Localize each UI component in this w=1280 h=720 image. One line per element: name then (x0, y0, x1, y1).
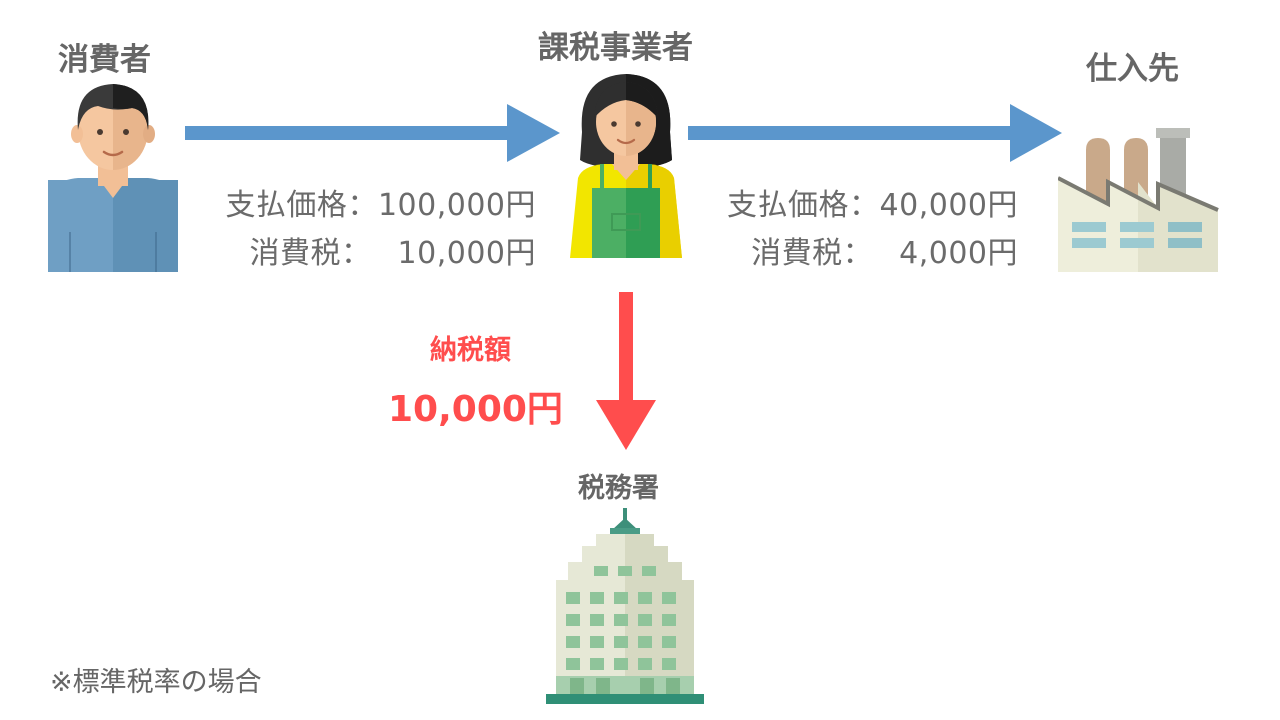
price-value: 100,000円 (377, 188, 536, 223)
tax-value: 10,000円 (397, 236, 536, 271)
payment-to-business: 支払価格： 100,000円 消費税： 10,000円 (186, 180, 536, 272)
business-label: 課税事業者 (538, 30, 693, 66)
price-value: 40,000円 (879, 188, 1018, 223)
business-to-tax-office-arrow (596, 292, 656, 450)
tax-label: 消費税： (249, 236, 372, 271)
consumer-to-business-arrow (185, 100, 560, 166)
business-to-supplier-arrow (688, 100, 1062, 166)
tax-office-building-icon (546, 508, 704, 704)
tax-office-label: 税務署 (578, 473, 659, 504)
tax-payment-value: 10,000円 (388, 389, 563, 430)
supplier-label: 仕入先 (1086, 51, 1179, 87)
consumer-label: 消費者 (58, 42, 151, 78)
tax-label: 消費税： (751, 236, 874, 271)
payment-to-supplier: 支払価格： 40,000円 消費税： 4,000円 (692, 180, 1018, 272)
business-person-icon (564, 72, 688, 258)
supplier-factory-icon (1058, 126, 1220, 274)
footnote: ※標準税率の場合 (50, 667, 262, 698)
tax-payment-label: 納税額 (430, 335, 511, 366)
price-label: 支払価格： (727, 188, 880, 223)
tax-value: 4,000円 (899, 236, 1018, 271)
price-label: 支払価格： (225, 188, 378, 223)
consumer-person-icon (48, 80, 178, 272)
